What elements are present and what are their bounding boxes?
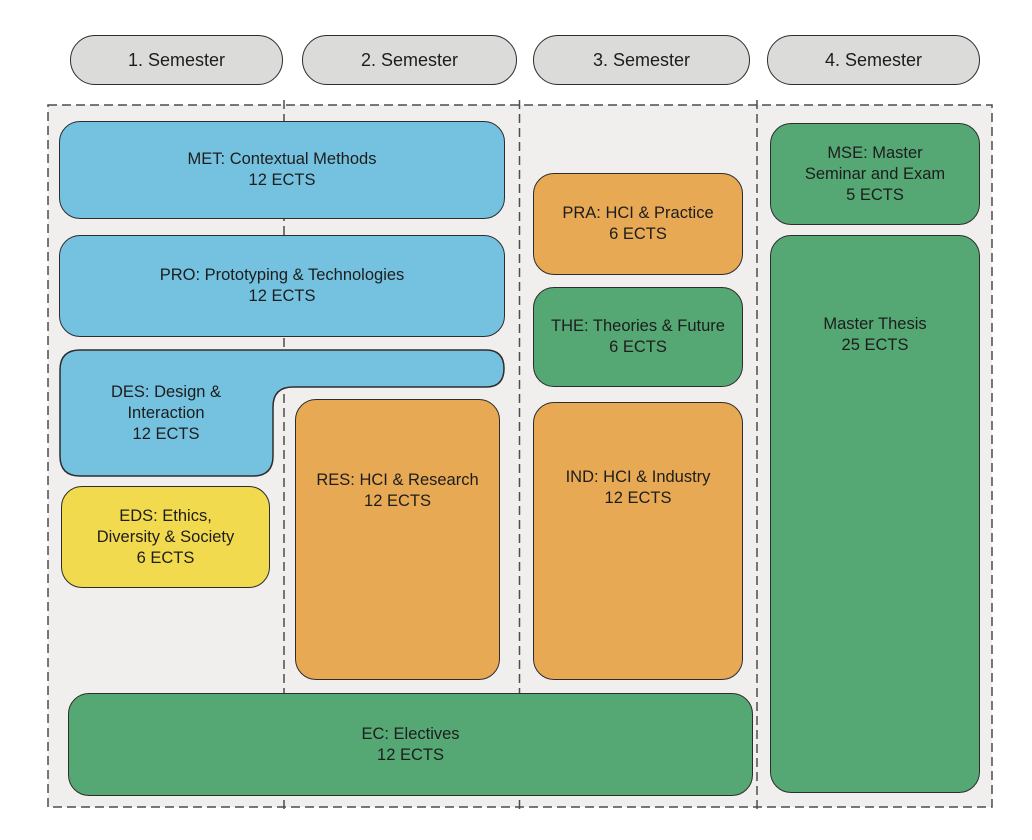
course-title: MET: Contextual Methods [187, 150, 377, 168]
course-title-line2: Interaction [127, 403, 205, 422]
course-ects: 12 ECTS [364, 492, 431, 510]
course-block-eds: EDS: Ethics, Diversity & Society 6 ECTS [61, 486, 270, 588]
course-ects: 6 ECTS [609, 338, 667, 356]
course-block-pra: PRA: HCI & Practice 6 ECTS [533, 173, 743, 275]
course-title: PRO: Prototyping & Technologies [159, 266, 405, 284]
semester-pill-3-label: 3. Semester [592, 49, 691, 70]
course-title: THE: Theories & Future [551, 317, 725, 335]
course-ects: 12 ECTS [248, 287, 316, 305]
semester-pill-1-label: 1. Semester [127, 49, 226, 70]
des-l-shape [59, 349, 505, 477]
course-title: EDS: Ethics, [119, 506, 212, 525]
course-block-the: THE: Theories & Future 6 ECTS [533, 287, 743, 387]
course-title: PRA: HCI & Practice [562, 204, 714, 222]
course-block-met: MET: Contextual Methods 12 ECTS [59, 121, 505, 219]
course-ects: 6 ECTS [136, 548, 195, 567]
course-block-des [59, 349, 505, 477]
course-block-thesis: Master Thesis 25 ECTS [770, 235, 980, 793]
course-ects: 12 ECTS [604, 489, 672, 507]
semester-pill-3: 3. Semester [533, 35, 750, 85]
course-title: RES: HCI & Research [316, 471, 479, 489]
course-title-line2: Seminar and Exam [804, 164, 946, 183]
course-title: IND: HCI & Industry [565, 468, 711, 486]
course-ects: 12 ECTS [132, 424, 200, 443]
semester-pill-2-label: 2. Semester [360, 49, 459, 70]
semester-pill-2: 2. Semester [302, 35, 517, 85]
course-ects: 5 ECTS [846, 185, 904, 204]
course-title-line2: Diversity & Society [96, 527, 235, 546]
course-block-res: RES: HCI & Research 12 ECTS [295, 399, 500, 680]
course-block-des-text: DES: Design & Interaction 12 ECTS [59, 349, 273, 477]
course-block-pro: PRO: Prototyping & Technologies 12 ECTS [59, 235, 505, 337]
semester-pill-4: 4. Semester [767, 35, 980, 85]
course-ects: 25 ECTS [841, 336, 909, 354]
course-title: EC: Electives [361, 724, 460, 743]
semester-pill-4-label: 4. Semester [824, 49, 923, 70]
course-block-ec: EC: Electives 12 ECTS [68, 693, 753, 796]
course-title: MSE: Master [827, 143, 923, 162]
course-title: Master Thesis [823, 315, 927, 333]
course-ects: 12 ECTS [377, 745, 444, 764]
semester-pill-1: 1. Semester [70, 35, 283, 85]
course-ects: 12 ECTS [248, 171, 316, 189]
course-title: DES: Design & [110, 382, 222, 401]
course-block-mse: MSE: Master Seminar and Exam 5 ECTS [770, 123, 980, 225]
course-block-ind: IND: HCI & Industry 12 ECTS [533, 402, 743, 680]
course-ects: 6 ECTS [609, 225, 667, 243]
